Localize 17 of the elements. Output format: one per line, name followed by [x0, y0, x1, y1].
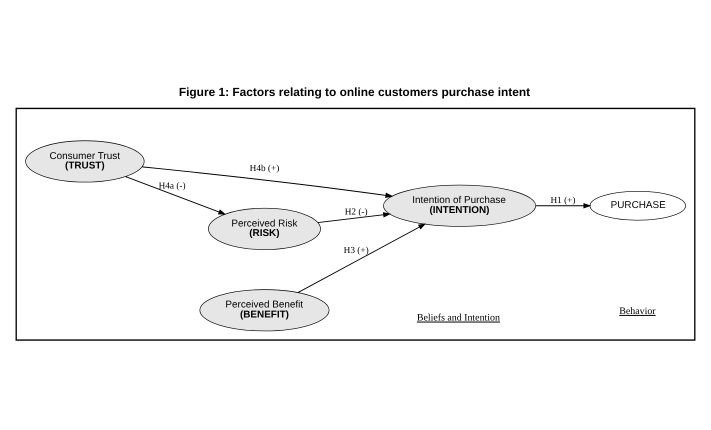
arrow	[536, 203, 592, 208]
label: Behavior	[619, 306, 656, 317]
diagram-title: Figure 1: Factors relating to online customers purchase intent	[178, 85, 530, 100]
arrow	[318, 212, 392, 224]
cluster	[16, 108, 696, 341]
arrow	[142, 166, 394, 198]
edge-label: H2 (-)	[344, 207, 368, 218]
edge-label: H3 (+)	[344, 246, 369, 256]
label: Beliefs and Intention	[416, 312, 500, 324]
node-ellipse: Consumer Trust (TRUST)	[25, 140, 145, 182]
edge-label: H4a (-)	[158, 182, 186, 192]
edge-label: H4b (+)	[250, 164, 280, 174]
edge-label: H1 (+)	[550, 196, 576, 206]
arrow	[298, 223, 426, 294]
arrow	[125, 176, 226, 215]
node-ellipse: Perceived Benefit (BENEFIT)	[200, 289, 330, 332]
node-ellipse: PURCHASE	[590, 190, 686, 221]
